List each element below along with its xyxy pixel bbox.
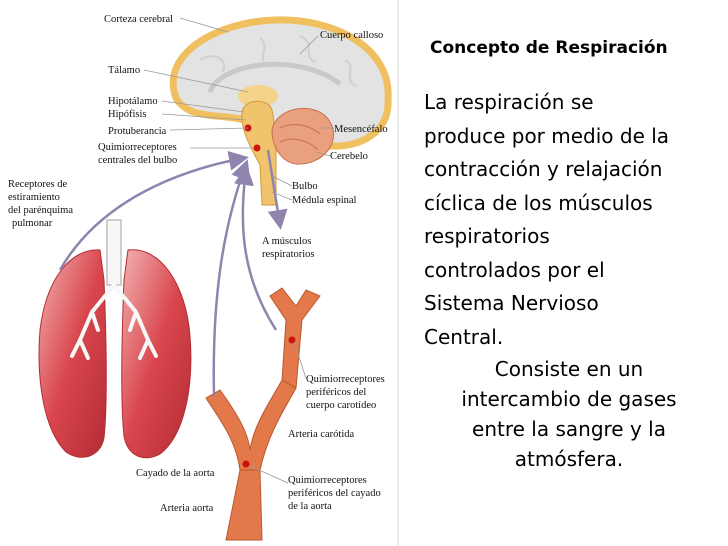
arrow-aorta-to-brain	[212, 159, 251, 397]
label-medula-espinal: Médula espinal	[292, 195, 357, 206]
aortic-artery	[225, 469, 263, 541]
label-musculos-2: respiratorios	[262, 249, 315, 260]
gas-exchange-line: entre la sangre y la	[472, 417, 666, 441]
artery-illustration	[205, 287, 321, 541]
brainstem	[241, 100, 277, 206]
definition-line: contracción y relajación	[424, 157, 663, 181]
label-receptores-3: del parénquima	[8, 205, 73, 216]
definition-line: cíclica de los músculos	[424, 190, 653, 215]
label-talamo: Tálamo	[108, 65, 140, 76]
label-cayado-aorta: Cayado de la aorta	[136, 468, 215, 479]
label-protuberancia: Protuberancia	[108, 126, 167, 137]
receptor-dot-bulb	[253, 144, 261, 152]
label-quimio-central-2: centrales del bulbo	[98, 155, 177, 166]
label-cuerpo-calloso: Cuerpo calloso	[320, 30, 383, 41]
definition-line: controlados por el	[424, 257, 605, 282]
gas-exchange-line: atmósfera.	[514, 447, 624, 471]
label-quimio-aorta-2: periféricos del cayado	[288, 488, 381, 499]
trachea	[106, 219, 122, 286]
label-quimio-central-1: Quimiorreceptores	[98, 142, 177, 153]
thalamus	[238, 85, 278, 107]
label-arteria-aorta: Arteria aorta	[160, 503, 214, 514]
aortic-arch	[205, 379, 297, 471]
label-pointer-lines	[143, 17, 334, 484]
definition-paragraph: La respiración se produce por medio de l…	[424, 86, 724, 354]
gas-exchange-line: Consiste en un	[494, 357, 644, 381]
receptor-dot-aorta	[242, 460, 250, 468]
label-quimio-aorta-1: Quimiorreceptores	[288, 475, 367, 486]
label-arteria-carotida: Arteria carótida	[288, 429, 355, 440]
label-hipotalamo: Hipotálamo	[108, 96, 158, 107]
label-musculos-1: A músculos	[262, 236, 311, 247]
label-mesencefalo: Mesencéfalo	[334, 124, 388, 135]
cerebellum	[271, 107, 335, 165]
label-cerebelo: Cerebelo	[330, 151, 368, 162]
label-quimio-carot-1: Quimiorreceptores	[306, 374, 385, 385]
definition-line: produce por medio de la	[424, 123, 670, 148]
label-receptores-2: estiramiento	[8, 192, 60, 203]
carotid-artery	[269, 287, 321, 389]
arrow-carotid-to-brain	[234, 165, 278, 331]
label-quimio-aorta-3: de la aorta	[288, 501, 332, 512]
corpus-callosum	[207, 61, 342, 94]
definition-line: La respiración se	[424, 90, 594, 114]
arrow-brain-to-muscles	[266, 149, 288, 230]
receptor-dot-carotid	[288, 336, 296, 344]
gas-exchange-line: intercambio de gases	[461, 387, 677, 411]
label-quimio-carot-2: periféricos del	[306, 387, 366, 398]
definition-line: respiratorios	[424, 224, 550, 248]
nerve-pathways	[58, 149, 288, 397]
slide-title: Concepto de Respiración	[430, 38, 668, 58]
bronchial-tree	[70, 283, 158, 360]
brain-illustration	[169, 16, 392, 206]
lungs-illustration	[38, 219, 192, 459]
label-hipofisis: Hipófisis	[108, 109, 147, 120]
gas-exchange-paragraph: Consiste en un intercambio de gases entr…	[440, 354, 698, 474]
label-receptores-1: Receptores de	[8, 179, 68, 190]
definition-line: Sistema Nervioso	[424, 291, 599, 315]
label-bulbo: Bulbo	[292, 181, 318, 192]
definition-line: Central.	[424, 324, 504, 349]
diagram-labels: Corteza cerebral Tálamo Hipotálamo Hipóf…	[8, 14, 388, 514]
respiratory-control-diagram: Corteza cerebral Tálamo Hipotálamo Hipóf…	[8, 0, 399, 546]
arrow-lung-to-brain	[58, 150, 249, 271]
label-quimio-carot-3: cuerpo carotídeo	[306, 400, 376, 411]
label-receptores-4: pulmonar	[12, 218, 53, 229]
label-corteza-cerebral: Corteza cerebral	[104, 14, 173, 25]
